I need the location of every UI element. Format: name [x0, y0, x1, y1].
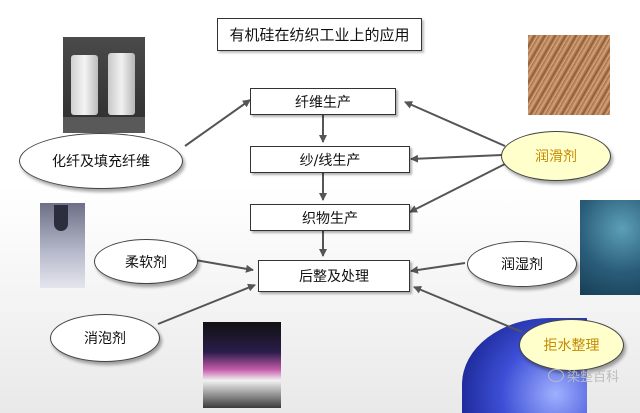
yarn-production-box: 纱/线生产 [250, 146, 410, 173]
water-repellent-ellipse: 拒水整理 [519, 319, 624, 371]
wetting-agent-ellipse: 润湿剂 [467, 241, 577, 287]
synthetic-fiber-ellipse: 化纤及填充纤维 [19, 133, 183, 189]
softener-ellipse: 柔软剂 [94, 239, 198, 284]
fiber-jars-photo [63, 37, 145, 133]
finishing-box: 后整及处理 [258, 260, 410, 292]
lubricant-ellipse: 润滑剂 [501, 131, 611, 181]
foam-photo [203, 322, 281, 408]
watermark: 染整百科 [548, 366, 619, 385]
fabric-fold-photo [40, 203, 85, 288]
blue-fabric-photo [580, 200, 640, 295]
watermark-text: 染整百科 [567, 370, 620, 385]
wechat-logo-icon [548, 369, 564, 382]
fiber-production-box: 纤维生产 [250, 88, 396, 115]
defoamer-ellipse: 消泡剂 [50, 314, 160, 362]
wood-fiber-photo [528, 35, 610, 115]
diagram-title: 有机硅在纺织工业上的应用 [217, 18, 422, 51]
fabric-production-box: 织物生产 [250, 204, 410, 231]
